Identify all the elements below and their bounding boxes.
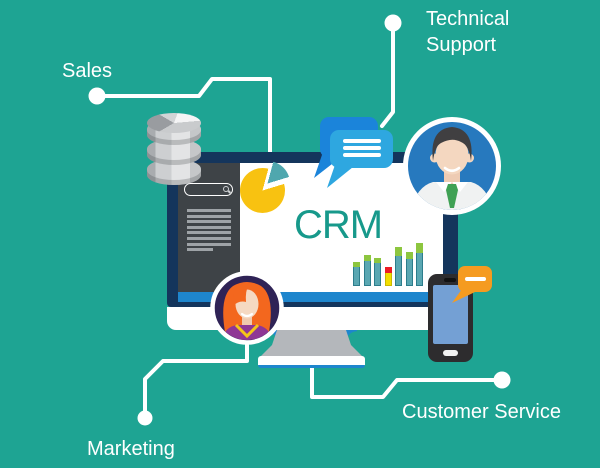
- crm-title: CRM: [293, 203, 383, 247]
- bar-cap: [353, 262, 360, 267]
- sales-connector-dot: [88, 87, 106, 105]
- bar-cap: [416, 243, 423, 253]
- bar-chart-bar: [395, 247, 402, 286]
- sidebar-menu-line: [187, 248, 213, 252]
- bar-cap: [374, 258, 381, 263]
- customer-service-connector-dot: [493, 371, 511, 389]
- sidebar-menu-line: [187, 236, 231, 240]
- chat-text-line: [343, 153, 381, 157]
- sidebar-menu-line: [187, 242, 231, 246]
- bar-cap: [405, 252, 413, 259]
- sidebar-menu-line: [187, 214, 231, 218]
- bar-chart-bar: [353, 262, 360, 286]
- bar-cap: [384, 267, 392, 273]
- bar-cap: [363, 255, 371, 261]
- monitor-stand-base: [258, 356, 365, 368]
- smartphone-home-button: [443, 350, 458, 356]
- monitor-stand-neck: [260, 330, 363, 357]
- chat-text-line: [343, 139, 381, 143]
- marketing-label: Marketing: [87, 438, 175, 460]
- technical-support-connector-dot: [384, 14, 402, 32]
- bar-chart-bar: [416, 243, 423, 286]
- search-input: [184, 183, 233, 196]
- neck: [242, 314, 252, 326]
- sidebar-menu-line: [187, 209, 231, 212]
- hair-bang: [232, 283, 249, 306]
- bar-cap: [395, 247, 402, 256]
- v-neck-trim: [234, 323, 260, 339]
- sidebar-menu-line: [187, 231, 231, 235]
- sales-label: Sales: [62, 60, 113, 82]
- search-icon: [223, 186, 229, 192]
- bar-chart: [353, 242, 429, 286]
- bar-chart-bar: [363, 255, 371, 286]
- sidebar-menu-lines: [187, 209, 231, 254]
- marketing-connector-dot: [137, 410, 153, 426]
- sales-connector-line: [95, 77, 272, 162]
- technical-support-connector-line: [380, 21, 395, 128]
- customer-service-label: Customer Service: [402, 401, 561, 423]
- marketing-connector-line: [143, 336, 249, 419]
- technical-support-label: Technical Support: [426, 8, 510, 56]
- database-top: [147, 113, 201, 133]
- pie-chart-exploded-slice: [245, 161, 290, 206]
- support-agent-avatar: [403, 117, 501, 215]
- chat-bubble-front-icon: [330, 130, 393, 168]
- database-icon: [147, 113, 201, 186]
- face: [435, 135, 469, 175]
- smartphone-earpiece: [444, 278, 456, 282]
- bar-chart-bar: [374, 258, 381, 286]
- customer-service-connector-line: [310, 362, 504, 399]
- sidebar-menu-line: [187, 225, 231, 229]
- orange-bubble-dash: [465, 277, 486, 281]
- tie: [446, 184, 458, 208]
- bar-chart-bar: [405, 252, 413, 286]
- sidebar-menu-line: [187, 220, 231, 224]
- smile: [240, 312, 254, 318]
- marketing-person-avatar: [210, 271, 284, 345]
- bar-chart-bar: [384, 267, 392, 286]
- chat-text-line: [343, 146, 381, 150]
- app-sidebar: [178, 163, 240, 292]
- smile: [443, 166, 461, 173]
- hair: [432, 127, 472, 161]
- monitor-bottom-strip: [178, 292, 443, 302]
